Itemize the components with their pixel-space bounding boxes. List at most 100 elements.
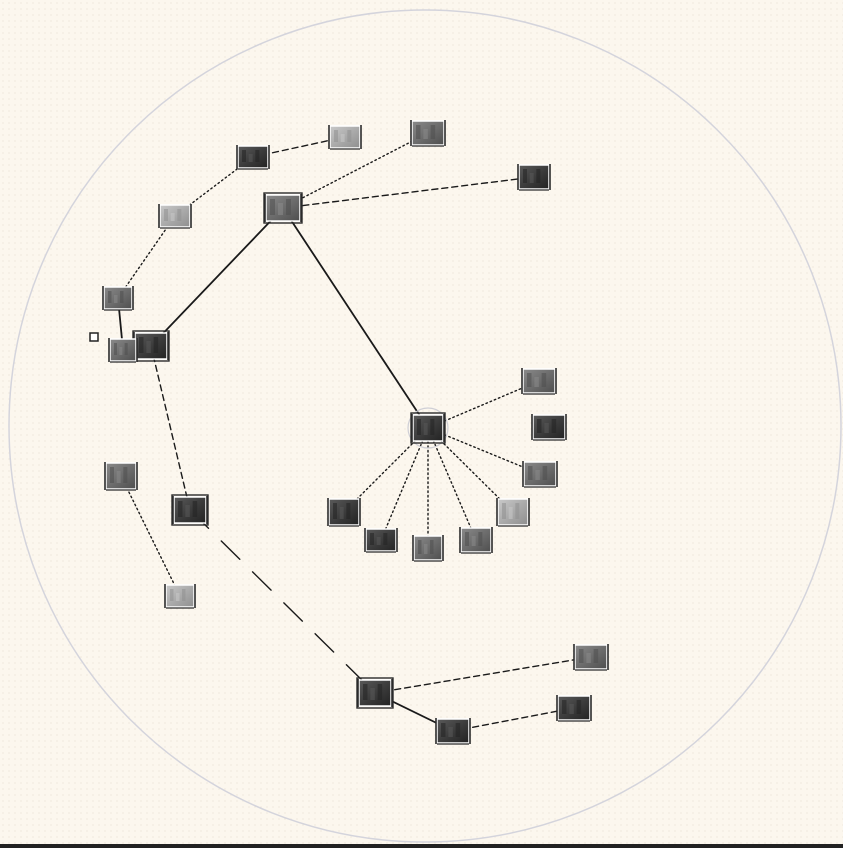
node-n-bottom-2[interactable] [435,718,471,745]
node-n-lower-left-2[interactable] [164,584,196,609]
thumbnail-detail [192,501,198,517]
node-n-top-1[interactable] [236,145,270,170]
node-n-right-1[interactable] [517,164,551,191]
thumbnail-detail [333,503,337,519]
node-n-left-1[interactable] [102,286,134,311]
node-n-top-3[interactable] [410,120,446,147]
thumbnail-detail [124,343,128,355]
edge-hub-center-to-n-c-7 [380,427,429,541]
thumbnail-detail [528,466,533,480]
node-n-top-2[interactable] [328,125,362,150]
edge-hub-bottom-to-n-bottom-1 [374,656,592,694]
thumbnail-detail [383,533,388,545]
node-hub-center[interactable] [407,407,449,449]
thumbnail-detail [418,540,422,554]
node-n-c-5[interactable] [459,527,493,554]
node-n-near-hub-left[interactable] [108,338,138,363]
thumbnail-detail [170,213,175,221]
edge-n-lower-left-1-to-n-lower-left-2 [120,475,181,597]
thumbnail-detail [448,727,453,737]
nodes-layer [102,120,609,745]
node-n-bottom-3[interactable] [556,695,592,722]
thumbnail-detail [346,503,351,519]
thumbnail-detail [465,532,469,546]
node-hub-top[interactable] [263,192,303,224]
thumbnail-detail [502,503,506,519]
thumbnail-detail [541,373,547,387]
thumbnail-detail [377,684,383,700]
node-n-c-3[interactable] [522,461,558,488]
node-n-c-6[interactable] [412,535,444,562]
node-hub-bottom[interactable] [356,677,394,709]
thumbnail-detail [471,536,476,546]
thumbnail-detail [286,199,291,215]
thumbnail-detail [430,125,436,139]
thumbnail-detail [569,704,574,714]
thumbnail-detail [430,540,434,554]
edge-hub-top-to-hub-left [150,207,284,347]
thumbnail-detail [370,688,375,700]
node-n-c-2[interactable] [531,414,567,441]
node-n-c-4[interactable] [496,498,530,527]
thumbnail-detail [177,209,182,221]
node-n-c-8[interactable] [327,498,361,527]
thumbnail-detail [176,593,180,601]
thumbnail-detail [139,337,144,353]
thumbnail-detail [182,589,186,601]
node-n-lower-left-1[interactable] [104,462,138,491]
boundary-circle [8,9,842,843]
thumbnail-detail [248,154,253,162]
thumbnail-detail [110,467,114,483]
thumbnail-detail [551,419,557,433]
thumbnail-detail [423,423,428,435]
thumbnail-detail [534,377,539,387]
hub-frame [171,494,209,526]
node-hub-left[interactable] [132,330,170,362]
edge-hub-top-to-n-top-3 [282,132,429,209]
thumbnail-detail [536,169,541,183]
thumbnail-detail [576,700,582,714]
node-n-c-1[interactable] [521,368,557,395]
thumbnail-detail [347,130,352,142]
edge-n-bottom-2-to-n-bottom-3 [452,707,575,732]
edge-hub-top-to-n-right-1 [282,176,535,209]
thumbnail-image [523,461,557,487]
edge-hub-top-to-hub-center [282,207,429,429]
thumbnail-detail [423,129,428,139]
thumbnail-detail [527,373,532,387]
hub-frame [410,412,446,444]
hub-frame [263,192,303,224]
thumbnail-detail [164,209,168,221]
thumbnail-detail [363,684,368,700]
thumbnail-detail [270,199,275,215]
hub-frame [356,677,394,709]
thumbnail-detail [544,423,549,433]
thumbnail-detail [108,291,112,303]
thumbnail-detail [376,537,381,545]
thumbnail-detail [593,649,599,663]
thumbnail-image [109,338,137,362]
edge-n-left-1-to-n-left-2 [117,215,176,299]
thumbnail-detail [278,203,283,215]
node-n-left-2[interactable] [158,204,192,229]
node-n-mid-left[interactable] [171,494,209,526]
thumbnail-detail [562,700,567,714]
bottom-border [0,844,843,848]
thumbnail-detail [114,343,117,355]
thumbnail-detail [579,649,584,663]
thumbnail-detail [185,505,190,517]
node-n-bottom-1[interactable] [573,644,609,671]
thumbnail-detail [170,589,174,601]
node-n-c-7[interactable] [364,528,398,553]
edge-hub-left-to-n-mid-left [150,345,191,511]
thumbnail-detail [441,723,446,737]
resize-handle[interactable] [89,332,99,342]
thumbnail-detail [242,150,246,162]
thumbnail-detail [586,653,591,663]
thumbnail-detail [542,466,548,480]
thumbnail-detail [114,295,118,303]
thumbnail-detail [523,169,527,183]
thumbnail-detail [116,471,121,483]
thumbnail-detail [417,419,421,435]
